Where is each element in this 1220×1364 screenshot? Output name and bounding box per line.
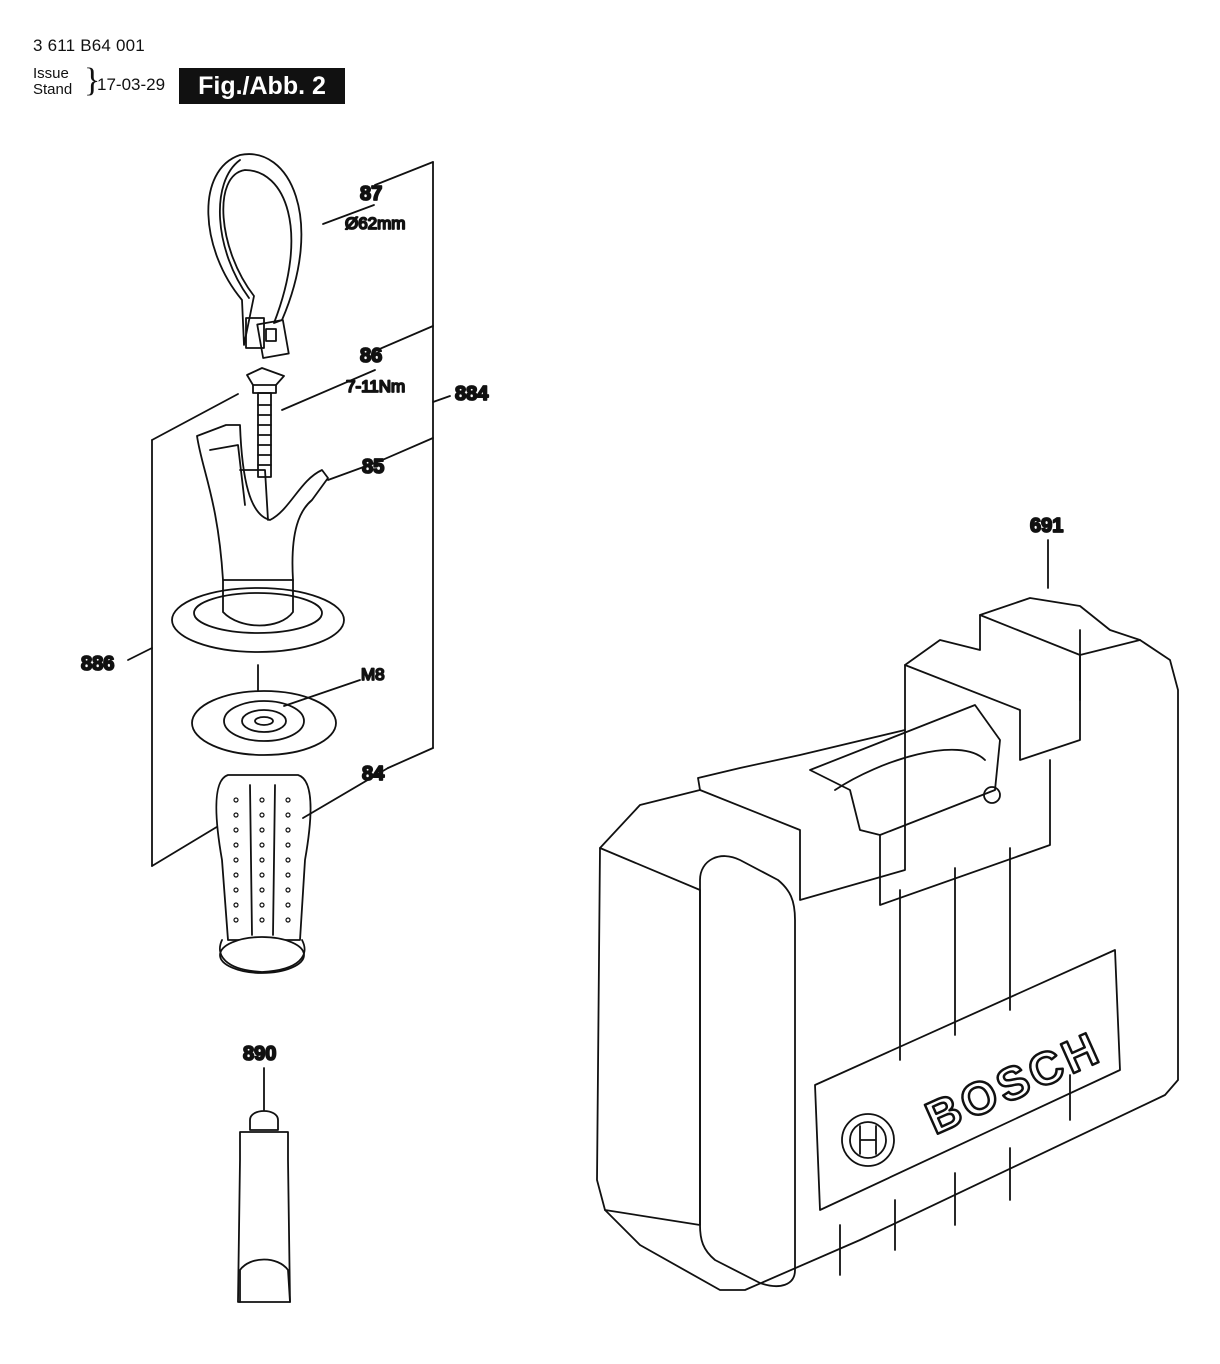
issue-label: Issue (33, 65, 69, 82)
collar-part-85 (171, 424, 381, 653)
document-number: 3 611 B64 001 (33, 36, 145, 55)
label-86: 86 (360, 345, 382, 367)
label-85: 85 (362, 456, 384, 478)
issue-stand-label: Issue Stand (33, 66, 72, 98)
figure-label: Fig./Abb. 2 (179, 68, 345, 104)
label-87: 87 (360, 183, 382, 205)
bolt-part-86 (246, 367, 376, 478)
note-87-diameter: Ø62mm (345, 214, 405, 233)
assembly-bracket-886 (127, 393, 239, 867)
label-84: 84 (362, 763, 385, 785)
stand-label: Stand (33, 81, 73, 98)
grip-disc-m8 (191, 664, 361, 756)
label-m8: M8 (361, 665, 385, 684)
label-884: 884 (455, 383, 489, 405)
label-691: 691 (1030, 515, 1063, 537)
issue-date: 17-03-29 (97, 75, 166, 94)
assembly-bracket-884 (374, 161, 451, 769)
handle-grip-part-84 (215, 767, 389, 974)
note-86-torque: 7-11Nm (346, 377, 405, 396)
label-886: 886 (81, 653, 114, 675)
brace-symbol: } (84, 62, 101, 99)
label-890: 890 (243, 1043, 276, 1065)
strap-part-87 (207, 153, 375, 359)
grease-tube-part-890 (237, 1067, 291, 1303)
carrying-case-part-691 (596, 539, 1179, 1291)
